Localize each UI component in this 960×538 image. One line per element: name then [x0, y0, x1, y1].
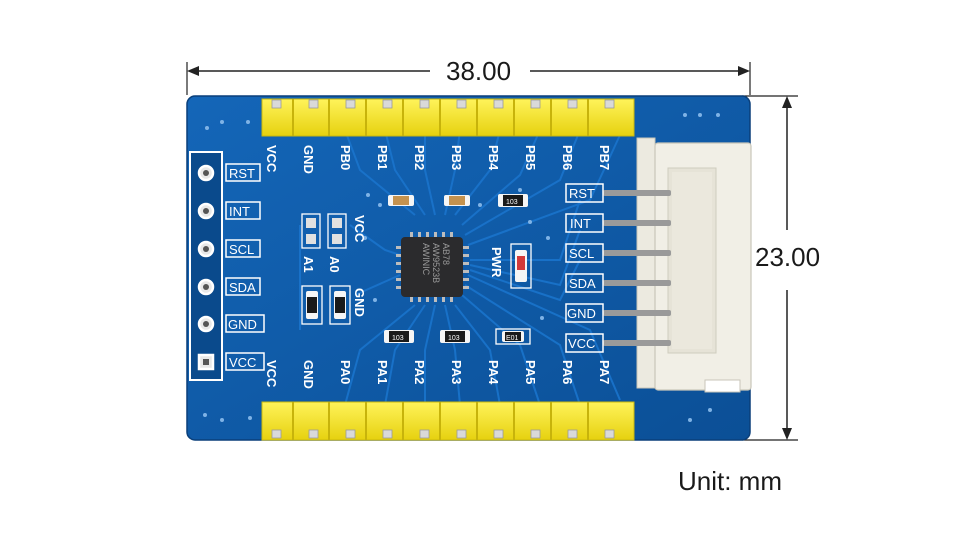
right-pin-label: VCC [568, 336, 595, 351]
pcb-board [187, 96, 750, 440]
bottom-pin-label: GND [301, 360, 316, 389]
chip-brand: AWINIC [421, 243, 431, 276]
top-header-labels: VCC GND PB0 PB1 PB2 PB3 PB4 PB5 PB6 PB7 [264, 145, 612, 174]
silkscreen-labels: A1 A0 VCC GND PWR [301, 215, 504, 317]
bottom-pin-label: PA2 [412, 360, 427, 384]
unit-label: Unit: mm [678, 466, 782, 496]
chip-model: AW9523B [431, 243, 441, 283]
left-pin-label: GND [228, 317, 257, 332]
resistor-code: 103 [448, 335, 460, 342]
label-pwr: PWR [489, 247, 504, 278]
right-pin-label: SDA [569, 276, 596, 291]
left-pin-label: VCC [229, 355, 256, 370]
pcb-traces [299, 129, 621, 406]
label-a0: A0 [327, 256, 342, 273]
label-vcc: VCC [352, 215, 367, 243]
label-a1: A1 [301, 256, 316, 273]
width-dimension-label: 38.00 [446, 56, 512, 86]
resistor-code: E01 [506, 335, 519, 342]
bottom-pin-label: VCC [264, 360, 279, 388]
top-pin-label: GND [301, 145, 316, 174]
top-pin-label: PB4 [486, 145, 501, 171]
pcb-vias [203, 113, 720, 422]
top-pin-label: PB3 [449, 145, 464, 170]
right-pin-label: GND [567, 306, 596, 321]
io-expander-chip: AWINIC AW9523B AB78 [396, 232, 469, 302]
height-dimension-label: 23.00 [755, 242, 821, 272]
height-dimension [742, 95, 798, 441]
bottom-pin-label: PA5 [523, 360, 538, 384]
bottom-pin-label: PA4 [486, 360, 501, 385]
left-pin-labels: RST INT SCL SDA GND VCC [225, 163, 265, 371]
bottom-pin-label: PA6 [560, 360, 575, 384]
left-pin-row[interactable] [189, 151, 223, 381]
top-pin-label: PB1 [375, 145, 390, 170]
top-pin-header[interactable] [261, 98, 635, 137]
left-pin-label: SCL [229, 242, 254, 257]
top-pin-label: PB7 [597, 145, 612, 170]
bottom-pin-label: PA0 [338, 360, 353, 384]
left-pin-label: SDA [229, 280, 256, 295]
bottom-header-labels: VCC GND PA0 PA1 PA2 PA3 PA4 PA5 PA6 PA7 [264, 360, 612, 389]
top-pin-label: VCC [264, 145, 279, 173]
smd-components: 103 103 103 E01 [301, 194, 532, 345]
right-pin-label: INT [570, 216, 591, 231]
right-pin-label: RST [569, 186, 595, 201]
left-pin-label: INT [229, 204, 250, 219]
bottom-pin-header[interactable] [261, 401, 635, 441]
bottom-pin-label: PA7 [597, 360, 612, 384]
width-dimension [186, 62, 751, 95]
right-pin-labels: RST INT SCL SDA GND VCC [565, 183, 604, 353]
chip-code: AB78 [441, 243, 451, 265]
resistor-code: 103 [506, 199, 518, 206]
left-pin-label: RST [229, 166, 255, 181]
right-connector[interactable] [603, 137, 752, 393]
label-gnd: GND [352, 288, 367, 317]
top-pin-label: PB2 [412, 145, 427, 170]
top-pin-label: PB6 [560, 145, 575, 170]
resistor-code: 103 [392, 335, 404, 342]
top-pin-label: PB5 [523, 145, 538, 170]
bottom-pin-label: PA1 [375, 360, 390, 384]
bottom-pin-label: PA3 [449, 360, 464, 384]
top-pin-label: PB0 [338, 145, 353, 170]
right-pin-label: SCL [569, 246, 594, 261]
